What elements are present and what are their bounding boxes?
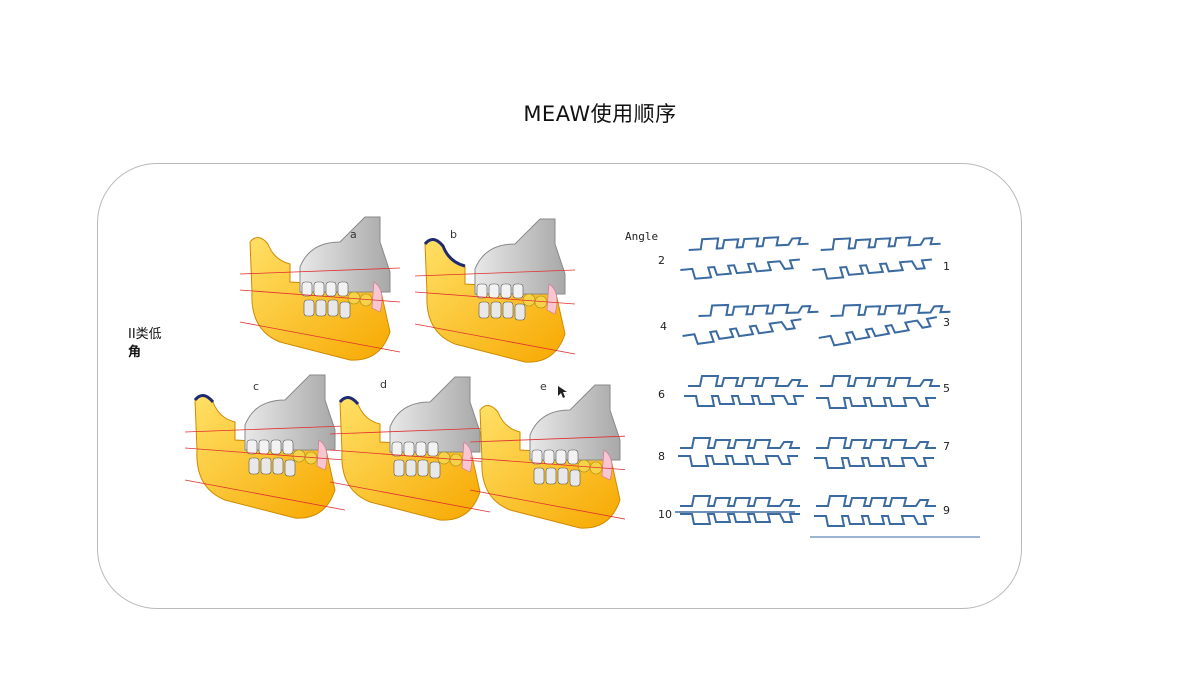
jaw-panel-c: c xyxy=(184,374,346,519)
panel-label-e: e xyxy=(540,380,547,393)
side-label-line2: 角 xyxy=(128,345,142,360)
panel-label-c: c xyxy=(253,380,259,393)
wire-bend-figure: Angle 2 1 4 3 6 5 8 7 10 xyxy=(625,230,980,538)
side-label-line1: II类低 xyxy=(128,327,162,342)
panel-label-d: d xyxy=(380,378,387,391)
jaw-panel-e: e xyxy=(469,380,625,529)
jaw-diagram-figure: a b c d e xyxy=(184,216,625,529)
wire-row-2: 4 3 xyxy=(660,300,952,349)
jaw-panel-d: d xyxy=(329,376,491,521)
slide-title: MEAW使用顺序 xyxy=(523,102,677,126)
cursor-icon xyxy=(558,386,567,398)
wire-number-5: 5 xyxy=(943,382,950,395)
panel-label-b: b xyxy=(450,228,457,241)
wire-row-4: 8 7 xyxy=(658,437,950,469)
wire-number-4: 4 xyxy=(660,320,667,333)
wire-number-2: 2 xyxy=(658,254,665,267)
wire-row-5: 10 9 xyxy=(658,495,980,538)
wire-number-3: 3 xyxy=(943,316,950,329)
wire-number-7: 7 xyxy=(943,440,950,453)
jaw-panel-b: b xyxy=(414,218,576,363)
wire-number-8: 8 xyxy=(658,450,665,463)
panel-label-a: a xyxy=(350,228,357,241)
wire-number-1: 1 xyxy=(943,260,950,273)
wire-figure-heading: Angle xyxy=(625,230,658,243)
side-label: II类低 角 xyxy=(128,326,162,362)
wire-row-1: 2 1 xyxy=(658,232,950,281)
wire-number-6: 6 xyxy=(658,388,665,401)
wire-number-9: 9 xyxy=(943,504,950,517)
jaw-panel-a: a xyxy=(239,216,401,361)
wire-number-10: 10 xyxy=(658,508,672,521)
wire-row-3: 6 5 xyxy=(658,375,950,409)
